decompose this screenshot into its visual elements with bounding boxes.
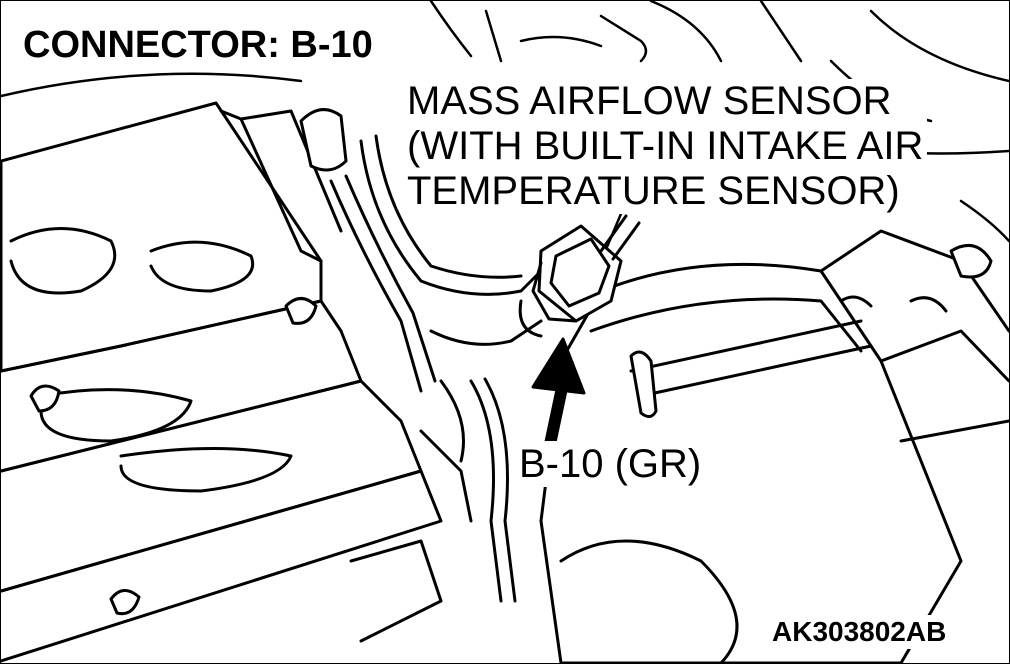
intake-manifold-cover <box>1 101 443 663</box>
mass-airflow-sensor <box>518 214 641 338</box>
callout-line-2: (WITH BUILT-IN INTAKE AIR <box>407 124 924 168</box>
callout-line-1: MASS AIRFLOW SENSOR <box>407 79 892 123</box>
connector-arrow <box>531 337 586 455</box>
sensor-callout-label: MASS AIRFLOW SENSOR (WITH BUILT-IN INTAK… <box>403 79 928 214</box>
hoses-and-harness <box>299 108 543 643</box>
callout-leader-line <box>605 207 625 249</box>
connector-label: B-10 (GR) <box>513 441 708 487</box>
figure-code: AK303802AB <box>768 615 951 649</box>
connector-title: CONNECTOR: B-10 <box>23 23 379 67</box>
callout-line-3: TEMPERATURE SENSOR) <box>407 169 900 213</box>
